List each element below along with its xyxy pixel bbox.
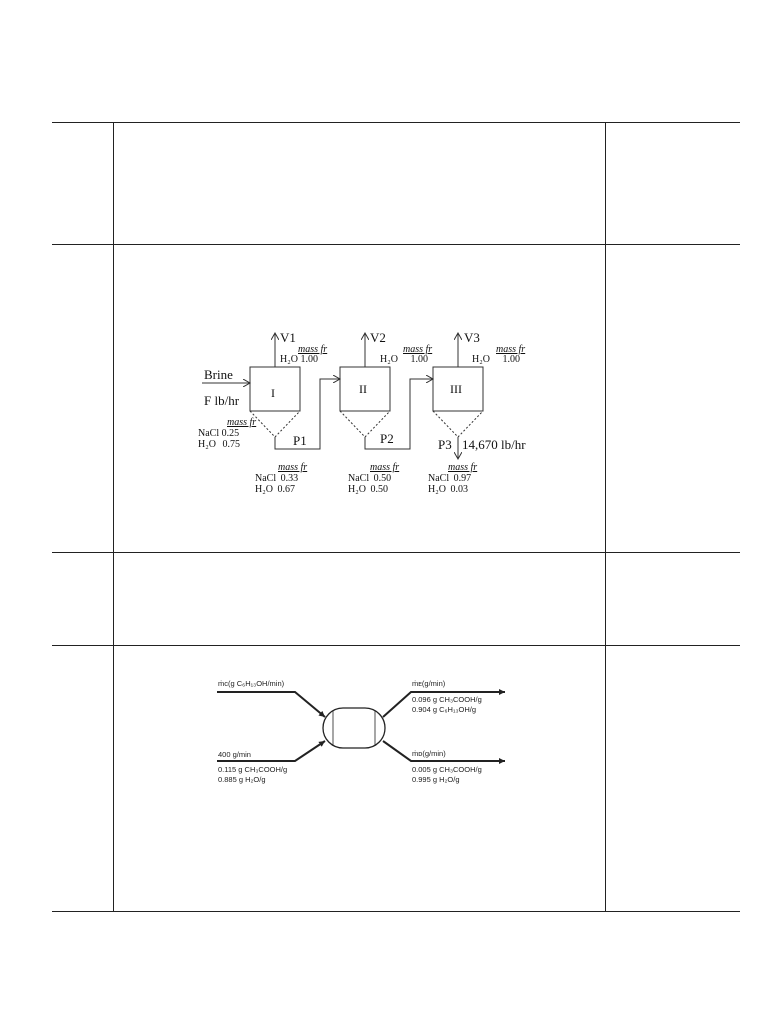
- extractor-top-outlet-label: ṁᴇ(g/min): [412, 679, 446, 688]
- svg-text:0.885 g H₂O/g: 0.885 g H₂O/g: [218, 775, 266, 784]
- extractor-flowchart: ṁᴄ(g C₆H₁₃OH/min) 400 g/min 0.115 g CH₃C…: [217, 679, 505, 784]
- vapor-v2-label: V2: [370, 330, 386, 345]
- svg-text:0.115 g CH₃COOH/g: 0.115 g CH₃COOH/g: [218, 765, 287, 774]
- evaporator-flowchart: I II III V1 V2 V3 mass fr H₂O 1.00 mass …: [198, 330, 526, 495]
- svg-text:NaCl 0.33: NaCl 0.33: [255, 473, 298, 484]
- feed-massfr-header: mass fr: [227, 417, 256, 428]
- svg-text:mass fr: mass fr: [448, 462, 477, 473]
- vapor-v1-label: V1: [280, 330, 296, 345]
- svg-text:NaCl 0.97: NaCl 0.97: [428, 473, 471, 484]
- unit-i-label: I: [271, 386, 275, 400]
- product-p3-label: P3: [438, 437, 452, 452]
- v2-massfr-header: mass fr: [403, 344, 432, 355]
- feed-label-flow: F lb/hr: [204, 393, 240, 408]
- unit-iii-label: III: [450, 382, 462, 396]
- svg-text:mass fr: mass fr: [278, 462, 307, 473]
- table-border-row2: [52, 552, 740, 553]
- svg-text:mass fr: mass fr: [370, 462, 399, 473]
- svg-text:H₂O 0.50: H₂O 0.50: [348, 484, 388, 495]
- table-col-divider-right: [605, 122, 606, 912]
- feed-label-brine: Brine: [204, 367, 233, 382]
- svg-text:NaCl 0.25: NaCl 0.25: [198, 428, 239, 439]
- svg-text:0.096 g CH₃COOH/g: 0.096 g CH₃COOH/g: [412, 695, 482, 704]
- extractor-bottom-outlet-label: ṁᴅ(g/min): [412, 749, 446, 758]
- table-border-row3: [52, 645, 740, 646]
- product-p2-label: P2: [380, 431, 394, 446]
- svg-text:H₂O 0.03: H₂O 0.03: [428, 484, 468, 495]
- v1-massfr-header: mass fr: [298, 344, 327, 355]
- extractor-bottom-inlet-flow: 400 g/min: [218, 750, 251, 759]
- svg-text:H₂O 1.00: H₂O 1.00: [472, 354, 520, 365]
- unit-ii-label: II: [359, 382, 367, 396]
- svg-text:0.005 g CH₃COOH/g: 0.005 g CH₃COOH/g: [412, 765, 482, 774]
- svg-text:0.904 g C₆H₁₃OH/g: 0.904 g C₆H₁₃OH/g: [412, 705, 476, 714]
- table-border-bottom: [52, 911, 740, 912]
- product-p1-label: P1: [293, 433, 307, 448]
- svg-text:NaCl 0.50: NaCl 0.50: [348, 473, 391, 484]
- svg-text:H₂O 0.75: H₂O 0.75: [198, 439, 240, 450]
- table-border-top: [52, 122, 740, 123]
- p3-flow-label: 14,670 lb/hr: [462, 437, 526, 452]
- extractor-top-inlet-label: ṁᴄ(g C₆H₁₃OH/min): [218, 679, 285, 688]
- vapor-v3-label: V3: [464, 330, 480, 345]
- svg-text:0.995 g H₂O/g: 0.995 g H₂O/g: [412, 775, 460, 784]
- svg-text:H₂O 0.67: H₂O 0.67: [255, 484, 295, 495]
- svg-text:H₂O 1.00: H₂O 1.00: [380, 354, 428, 365]
- table-col-divider-left: [113, 122, 114, 912]
- table-border-row1: [52, 244, 740, 245]
- svg-text:H₂O 1.00: H₂O 1.00: [280, 354, 318, 365]
- v3-massfr-header: mass fr: [496, 344, 525, 355]
